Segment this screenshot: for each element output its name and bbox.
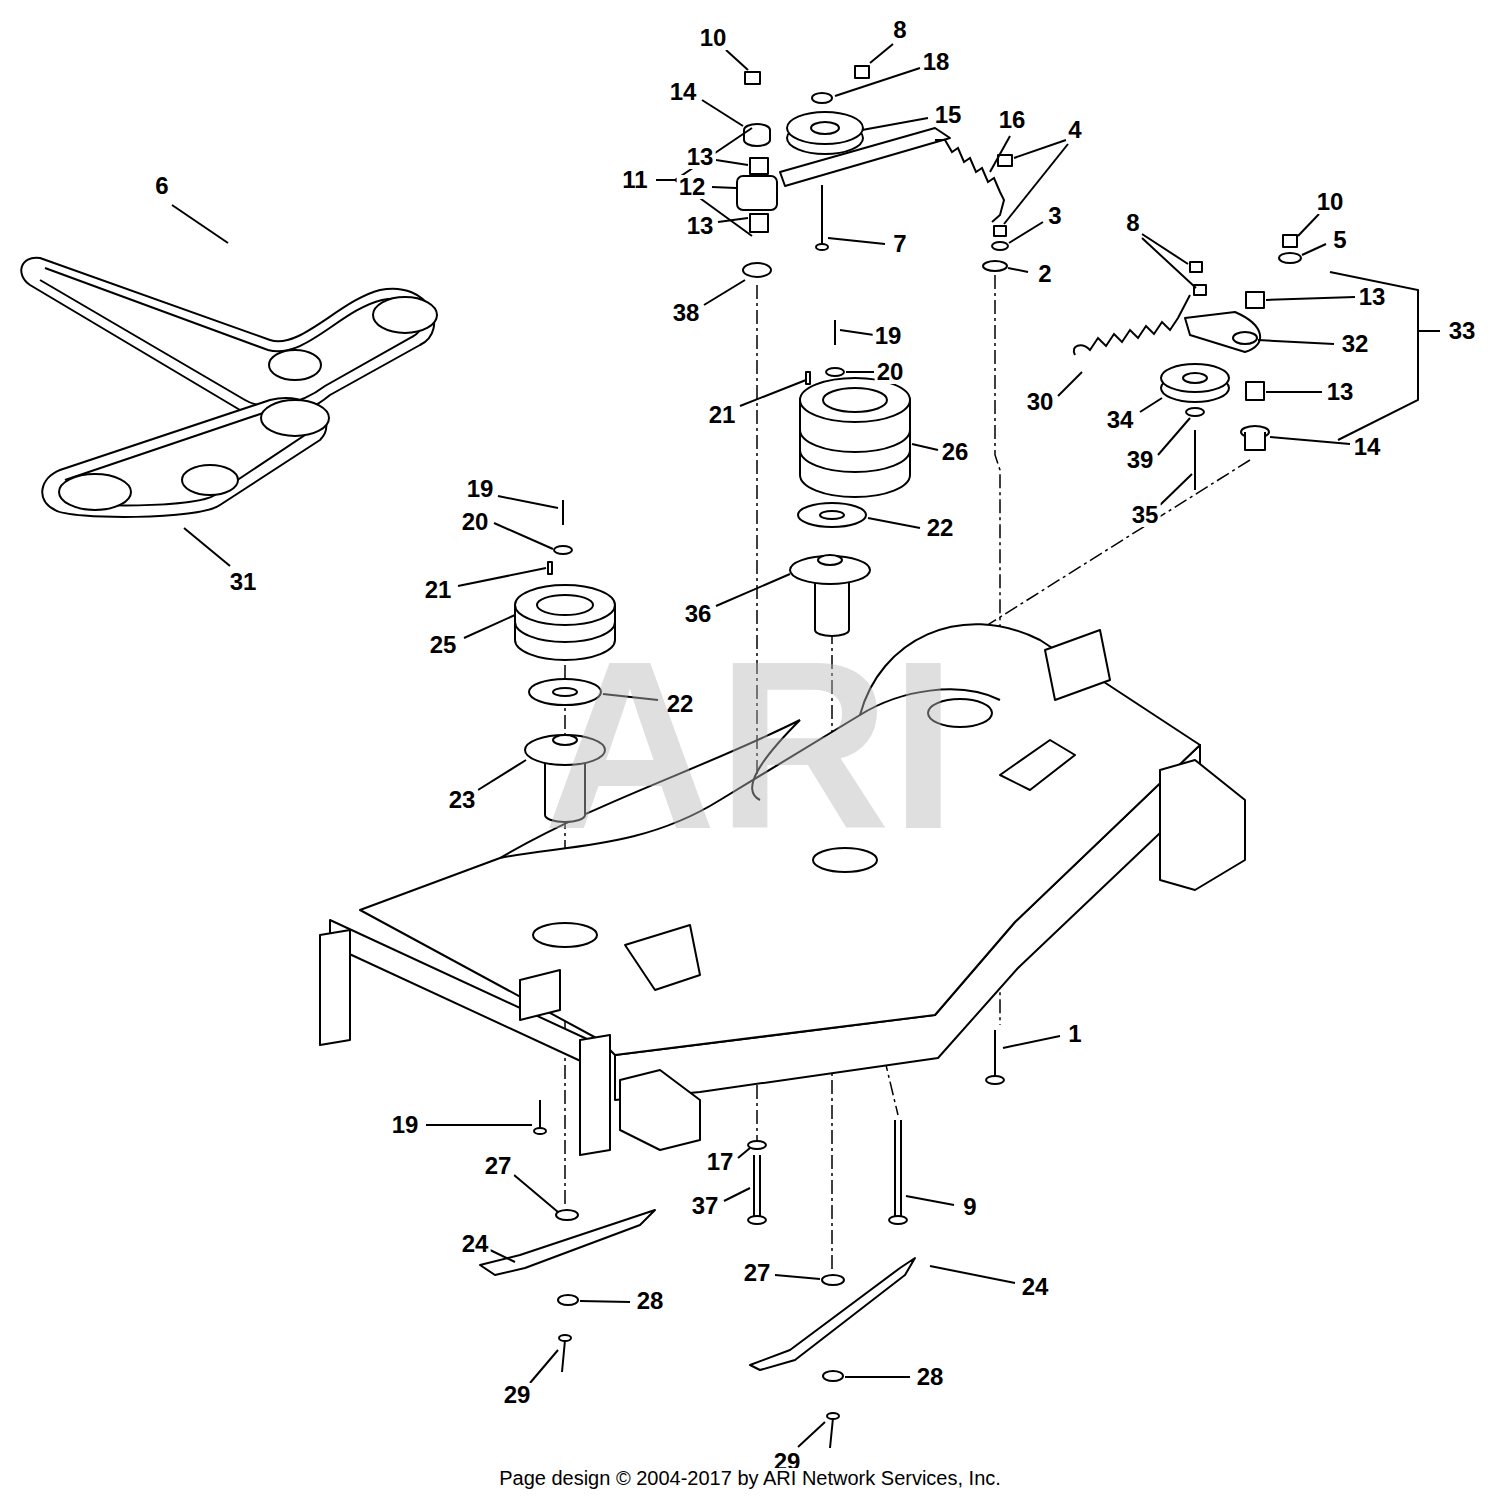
callout-number: 12 [677,175,708,199]
callout-number: 2 [1036,262,1053,286]
callout-number: 27 [483,1154,514,1178]
callout-number: 7 [891,232,908,256]
idler-assembly [1074,235,1301,490]
blades-and-bolts [480,1030,1004,1448]
callout-number: 17 [705,1150,736,1174]
callout-number: 25 [428,633,459,657]
callout-number: 9 [961,1195,978,1219]
callout-number: 16 [997,108,1028,132]
callout-number: 8 [1124,211,1141,235]
callout-number: 36 [683,602,714,626]
callout-number: 39 [1125,448,1156,472]
callout-number: 11 [620,168,649,192]
callout-number: 10 [698,26,729,50]
callout-number: 29 [502,1383,533,1407]
callout-number: 18 [921,50,952,74]
callout-number: 35 [1130,503,1161,527]
callout-number: 19 [465,477,496,501]
callout-number: 13 [1357,285,1388,309]
callout-number: 10 [1315,190,1346,214]
callout-number: 38 [671,301,702,325]
callout-number: 14 [668,80,699,104]
callout-number: 26 [940,440,971,464]
leader-lines [172,44,1440,1447]
callout-number: 13 [685,145,716,169]
callout-number: 22 [925,516,956,540]
callout-number: 5 [1331,228,1348,252]
callout-number: 34 [1105,408,1136,432]
callout-number: 27 [742,1261,773,1285]
callout-number: 19 [390,1113,421,1137]
callout-number: 21 [423,578,454,602]
copyright-caption: Page design © 2004-2017 by ARI Network S… [499,1468,1001,1488]
callout-number: 1 [1066,1022,1083,1046]
callout-number: 13 [1325,380,1356,404]
deck-shell [320,624,1245,1155]
callout-number: 32 [1340,332,1371,356]
callout-number: 3 [1046,204,1063,228]
callout-number: 6 [153,174,170,198]
callout-number: 23 [447,788,478,812]
watermark: ARI [543,625,956,865]
callout-number: 24 [460,1232,491,1256]
callout-number: 33 [1447,319,1478,343]
callout-number: 30 [1025,390,1056,414]
callout-number: 37 [690,1194,721,1218]
callout-number: 28 [635,1289,666,1313]
callout-number: 24 [1020,1275,1051,1299]
callout-number: 19 [873,324,904,348]
callout-number: 28 [915,1365,946,1389]
idler-assembly [737,66,1012,277]
callout-number: 8 [891,18,908,42]
callout-number: 13 [685,214,716,238]
belts [21,258,437,517]
callout-number: 14 [1352,435,1383,459]
callout-number: 21 [707,403,738,427]
callout-number: 31 [228,570,259,594]
callout-number: 4 [1066,118,1083,142]
callout-number: 15 [933,103,964,127]
callout-number: 20 [460,510,491,534]
callout-number: 20 [875,360,906,384]
